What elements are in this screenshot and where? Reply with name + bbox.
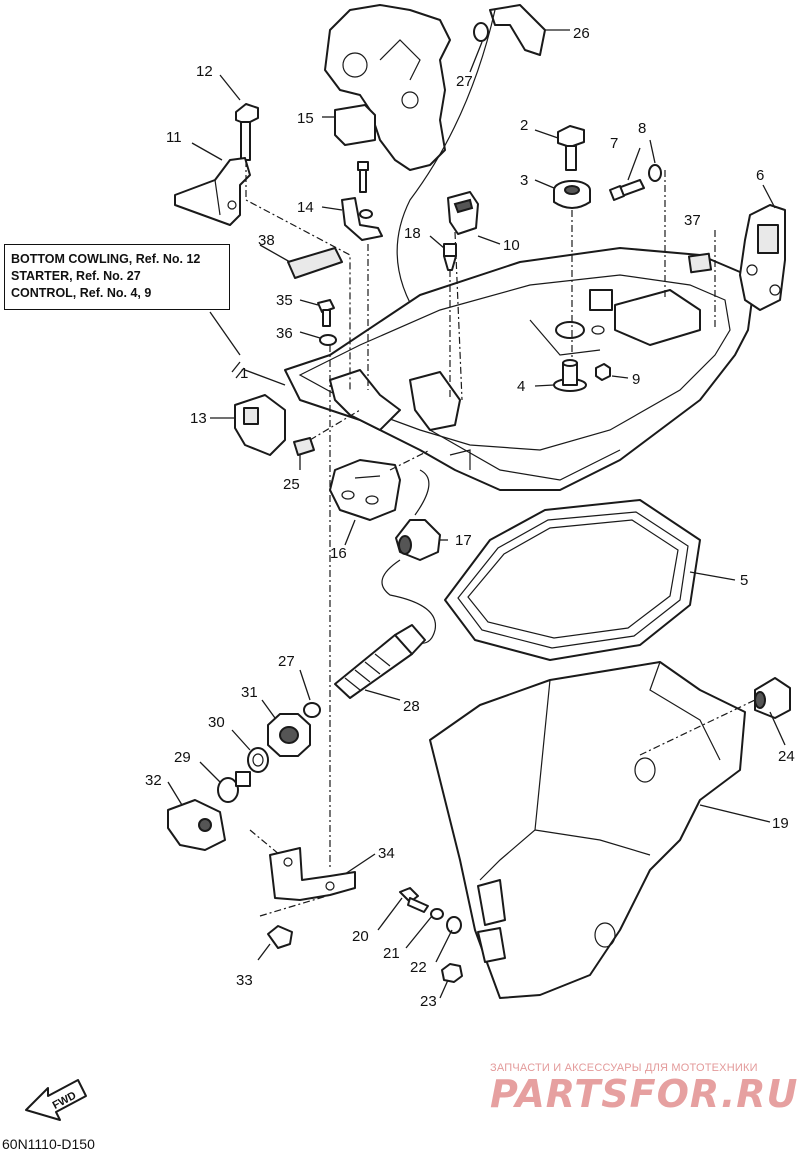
clip-part-27-lower — [303, 702, 321, 718]
callout-10: 10 — [503, 237, 520, 254]
callout-35: 35 — [276, 292, 293, 309]
callout-11: 11 — [166, 129, 182, 146]
seal-part-5 — [444, 499, 701, 661]
callout-6: 6 — [756, 167, 764, 184]
washer-part-22 — [446, 916, 462, 934]
callout-17: 17 — [455, 532, 472, 549]
grommet-part-24 — [754, 677, 791, 719]
callout-30: 30 — [208, 714, 225, 731]
callout-19: 19 — [772, 815, 789, 832]
washer-part-21 — [430, 908, 444, 920]
callout-2: 2 — [520, 117, 528, 134]
callout-37: 37 — [684, 212, 701, 229]
callout-7: 7 — [610, 135, 618, 152]
label-part-25 — [293, 437, 315, 456]
bracket-part-34 — [269, 847, 356, 901]
callout-20: 20 — [352, 928, 369, 945]
reference-line-starter: STARTER, Ref. No. 27 — [11, 269, 141, 283]
leader-lines — [167, 29, 786, 999]
watermark-tagline: ЗАПЧАСТИ И АКСЕССУАРЫ ДЛЯ МОТОТЕХНИКИ — [490, 1062, 758, 1074]
label-part-37 — [687, 252, 713, 274]
clip-part-27-top — [473, 22, 489, 42]
switch-part-16 — [329, 459, 401, 521]
bracket-part-11 — [174, 157, 251, 226]
clip-part-15 — [334, 104, 376, 146]
callout-23: 23 — [420, 993, 437, 1010]
callout-4: 4 — [517, 378, 525, 395]
bolt-part-20 — [399, 887, 429, 913]
callout-31: 31 — [241, 684, 258, 701]
screw-part-9 — [595, 363, 611, 381]
bolt-part-2 — [557, 125, 585, 171]
washer-part-8 — [648, 164, 662, 182]
cable-part-28 — [334, 624, 426, 699]
reference-note-box: BOTTOM COWLING, Ref. No. 12 STARTER, Ref… — [4, 244, 230, 310]
grommet-part-17 — [381, 469, 441, 644]
callout-24: 24 — [778, 748, 795, 765]
callout-22: 22 — [410, 959, 427, 976]
callout-28: 28 — [403, 698, 420, 715]
callout-1: 1 — [240, 365, 248, 382]
nut-part-31 — [267, 713, 311, 757]
bolt-part-12 — [235, 103, 259, 161]
callout-32: 32 — [145, 772, 162, 789]
callout-27b: 27 — [278, 653, 295, 670]
callout-13: 13 — [190, 410, 207, 427]
callout-5: 5 — [740, 572, 748, 589]
cap-part-10 — [447, 191, 479, 235]
plug-part-18 — [443, 243, 457, 271]
reference-line-bottom-cowling: BOTTOM COWLING, Ref. No. 12 — [11, 252, 201, 266]
callout-29: 29 — [174, 749, 191, 766]
nut-part-23 — [441, 963, 463, 983]
diagram-code: 60N1110-D150 — [2, 1136, 95, 1152]
watermark-logo-text: PARTSFOR.RU — [490, 1072, 799, 1116]
fitting-part-29 — [217, 771, 251, 803]
screw-part-14 — [341, 161, 383, 241]
callout-33: 33 — [236, 972, 253, 989]
callout-36: 36 — [276, 325, 293, 342]
callout-26: 26 — [573, 25, 590, 42]
callout-25: 25 — [283, 476, 300, 493]
engine-bracket-part — [324, 4, 451, 171]
callout-9a: 9 — [632, 371, 640, 388]
bolt-part-33 — [267, 925, 293, 949]
screw-part-35 — [317, 299, 335, 327]
callout-21: 21 — [383, 945, 400, 962]
callout-18: 18 — [404, 225, 421, 242]
callout-labels: 1 2 3 4 5 6 7 8 9 10 11 12 13 14 15 16 1… — [145, 25, 795, 1010]
grommet-part-3 — [553, 180, 591, 209]
mount-part-32 — [167, 799, 226, 851]
callout-8: 8 — [638, 120, 646, 137]
bracket-part-13 — [234, 394, 286, 456]
callout-16: 16 — [330, 545, 347, 562]
dashed-alignment-lines — [245, 160, 756, 917]
fwd-arrow-icon: FWD — [25, 1079, 87, 1121]
callout-3: 3 — [520, 172, 528, 189]
washer-part-30 — [247, 747, 269, 773]
bolt-part-7 — [609, 179, 645, 201]
label-part-38 — [287, 247, 343, 279]
callout-15: 15 — [297, 110, 314, 127]
callout-12: 12 — [196, 63, 213, 80]
callout-27a: 27 — [456, 73, 473, 90]
washer-part-36 — [319, 334, 337, 346]
callout-14: 14 — [297, 199, 314, 216]
bottom-cowling-part — [284, 247, 753, 491]
bracket-part-6 — [739, 204, 786, 311]
reference-line-control: CONTROL, Ref. No. 4, 9 — [11, 286, 152, 300]
callout-38: 38 — [258, 232, 275, 249]
apron-part-19 — [429, 661, 746, 999]
callout-34: 34 — [378, 845, 395, 862]
